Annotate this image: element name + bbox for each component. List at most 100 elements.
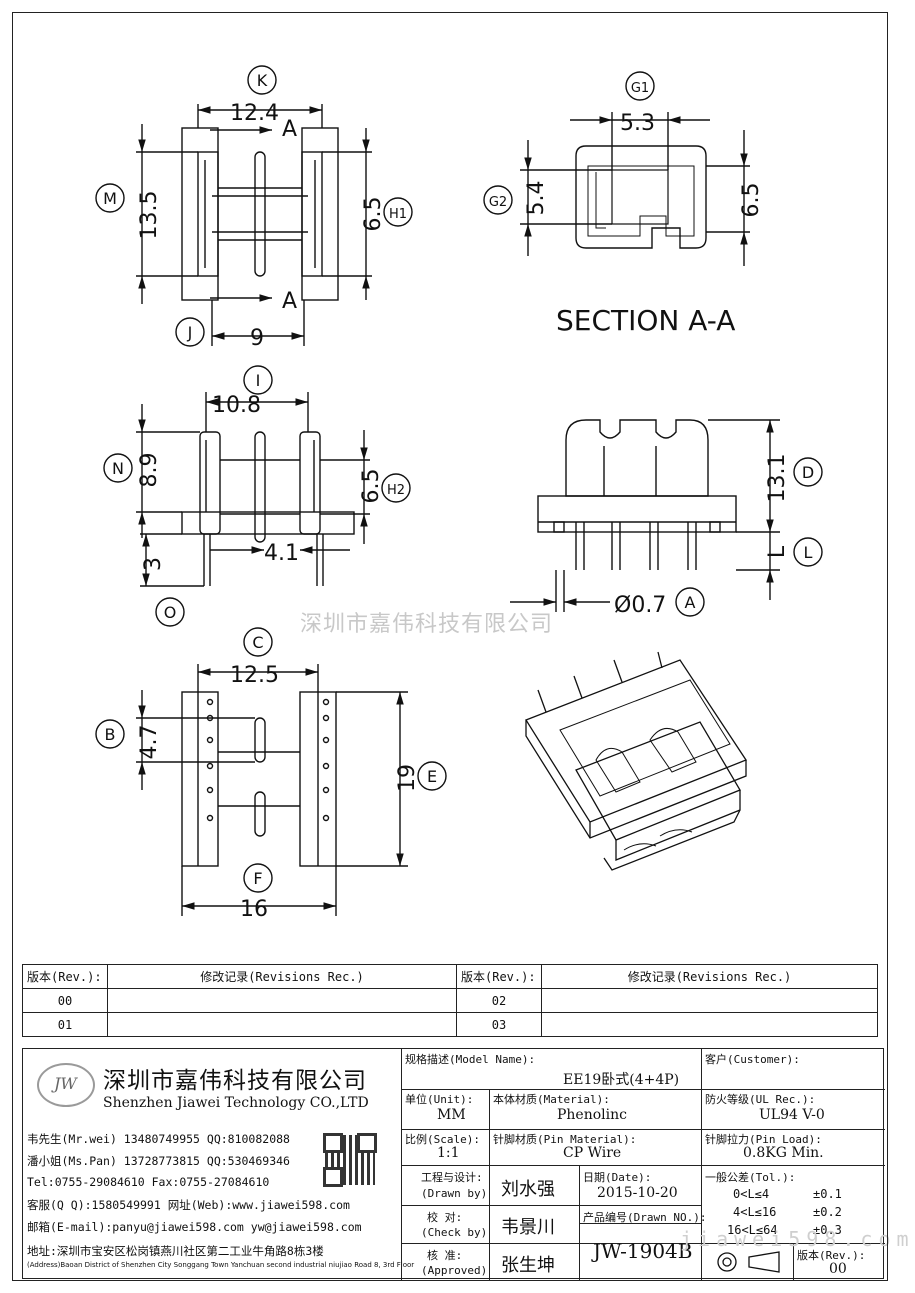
model-value: EE19卧式(4+4P) (563, 1072, 680, 1088)
contact-line: 韦先生(Mr.wei) 13480749955 QQ:810082088 (27, 1132, 290, 1146)
drawn-no-label: 产品编号(Drawn NO.): (583, 1211, 707, 1224)
check-label: 校 对: (427, 1211, 463, 1224)
tol-value: ±0.3 (813, 1223, 842, 1237)
rev-header-right: 版本(Rev.): (456, 964, 542, 989)
check-label-en: (Check by) (421, 1226, 488, 1239)
unit-label: 单位(Unit): (405, 1093, 474, 1106)
balloon-h1: H1 (389, 207, 407, 222)
tol-value: ±0.1 (813, 1187, 842, 1201)
rec-row-left (107, 1012, 457, 1037)
section-label: SECTION A-A (556, 304, 735, 337)
contact-line: Tel:0755-29084610 Fax:0755-27084610 (27, 1175, 270, 1189)
balloon-n: N (112, 459, 124, 478)
material-value: Phenolinc (557, 1107, 627, 1123)
ul-label: 防火等级(UL Rec.): (705, 1093, 816, 1106)
check-value: 韦景川 (501, 1217, 555, 1238)
rev-row-left: 01 (22, 1012, 108, 1037)
balloon-a: A (685, 593, 696, 612)
pin-material-value: CP Wire (563, 1145, 622, 1161)
logo-text: JW (54, 1074, 77, 1093)
section-a-a-view (575, 145, 707, 249)
dim-k: 12.4 (230, 101, 279, 126)
drawn-no-value: JW-1904B (593, 1239, 693, 1263)
balloon-l: L (804, 543, 813, 562)
balloon-j: J (187, 323, 193, 342)
projection-symbol-icon (717, 1251, 780, 1273)
dim-m: 13.5 (137, 191, 162, 240)
title-block: JW 深圳市嘉伟科技有限公司 Shenzhen Jiawei Technolog… (22, 1048, 885, 1280)
dim-n: 8.9 (137, 453, 162, 488)
balloon-i: I (256, 371, 261, 390)
approve-label-en: (Approved) (421, 1264, 488, 1277)
ul-value: UL94 V-0 (759, 1107, 825, 1123)
watermark-url: jiawei598.com (680, 1227, 915, 1251)
dim-l: L (765, 545, 790, 558)
tol-range: 0<L≤4 (733, 1187, 770, 1201)
scale-label: 比例(Scale): (405, 1133, 480, 1146)
pin-load-label: 针脚拉力(Pin Load): (705, 1133, 822, 1146)
company-name-en: Shenzhen Jiawei Technology CO.,LTD (103, 1095, 369, 1111)
tol-range: 16<L≤64 (727, 1223, 778, 1237)
approve-label: 核 准: (427, 1249, 463, 1262)
balloon-k: K (257, 71, 268, 90)
dim-f: 16 (240, 897, 268, 922)
balloon-h2: H2 (387, 483, 405, 498)
dim-g2: 5.4 (524, 181, 549, 216)
drawn-label: 工程与设计: (421, 1171, 483, 1184)
pin-material-label: 针脚材质(Pin Material): (493, 1133, 637, 1146)
revision-table: 版本(Rev.): 修改记录(Revisions Rec.) 版本(Rev.):… (22, 964, 878, 1037)
dim-b: 4.7 (137, 725, 162, 760)
dim-i: 10.8 (212, 393, 261, 418)
section-mark-bottom: A (282, 289, 297, 314)
dim-h1: 6.5 (361, 197, 386, 232)
side-view (537, 419, 737, 570)
dim-h2: 6.5 (359, 469, 384, 504)
address-cn: 地址:深圳市宝安区松岗镇燕川社区第二工业牛角路8栋3楼 (27, 1244, 324, 1258)
company-logo: JW (37, 1063, 95, 1107)
dim-pin-dia: Ø0.7 (614, 593, 666, 618)
rec-row-right (541, 1012, 878, 1037)
balloon-b: B (105, 725, 116, 744)
balloon-e: E (427, 767, 437, 786)
top-view (181, 127, 339, 301)
dim-c: 12.5 (230, 663, 279, 688)
dim-pin-pitch: 4.1 (264, 541, 299, 566)
balloon-o: O (164, 603, 177, 622)
scale-value: 1:1 (437, 1145, 460, 1161)
contact-line: 客服(Q Q):1580549991 网址(Web):www.jiawei598… (27, 1198, 350, 1212)
dim-e: 19 (395, 764, 420, 792)
qr-code-icon (319, 1129, 381, 1191)
customer-label: 客户(Customer): (705, 1053, 800, 1066)
dim-j: 9 (250, 326, 264, 351)
engineering-drawing: 12.4 A A 9 13.5 6.5 5.3 5.4 6.5 SECTION … (95, 65, 823, 922)
balloon-g2: G2 (489, 195, 507, 210)
material-label: 本体材质(Material): (493, 1093, 610, 1106)
watermark: 深圳市嘉伟科技有限公司 (300, 612, 554, 637)
balloon-d: D (802, 463, 814, 482)
balloon-m: M (103, 189, 117, 208)
contact-line: 潘小姐(Ms.Pan) 13728773815 QQ:530469346 (27, 1154, 290, 1168)
pin-load-value: 0.8KG Min. (743, 1145, 824, 1161)
rec-header-right: 修改记录(Revisions Rec.) (541, 964, 878, 989)
balloon-g1: G1 (631, 81, 649, 96)
rec-row-right (541, 988, 878, 1013)
balloon-c: C (252, 633, 263, 652)
approve-value: 张生坤 (501, 1255, 555, 1276)
isometric-view (525, 651, 747, 871)
unit-value: MM (437, 1107, 466, 1123)
front-view (181, 431, 355, 586)
date-value: 2015-10-20 (597, 1185, 678, 1201)
rev-header-left: 版本(Rev.): (22, 964, 108, 989)
dim-d: 13.1 (765, 454, 790, 503)
rec-row-left (107, 988, 457, 1013)
balloon-f: F (253, 869, 262, 888)
rec-header-left: 修改记录(Revisions Rec.) (107, 964, 457, 989)
rev-row-left: 00 (22, 988, 108, 1013)
rev-row-right: 03 (456, 1012, 542, 1037)
dim-o: 3 (141, 557, 166, 571)
rev-value: 00 (829, 1261, 847, 1277)
contact-line: 邮箱(E-mail):panyu@jiawei598.com yw@jiawei… (27, 1220, 362, 1234)
section-mark-top: A (282, 117, 297, 142)
dim-g1: 5.3 (620, 111, 655, 136)
dim-g1-right: 6.5 (739, 183, 764, 218)
